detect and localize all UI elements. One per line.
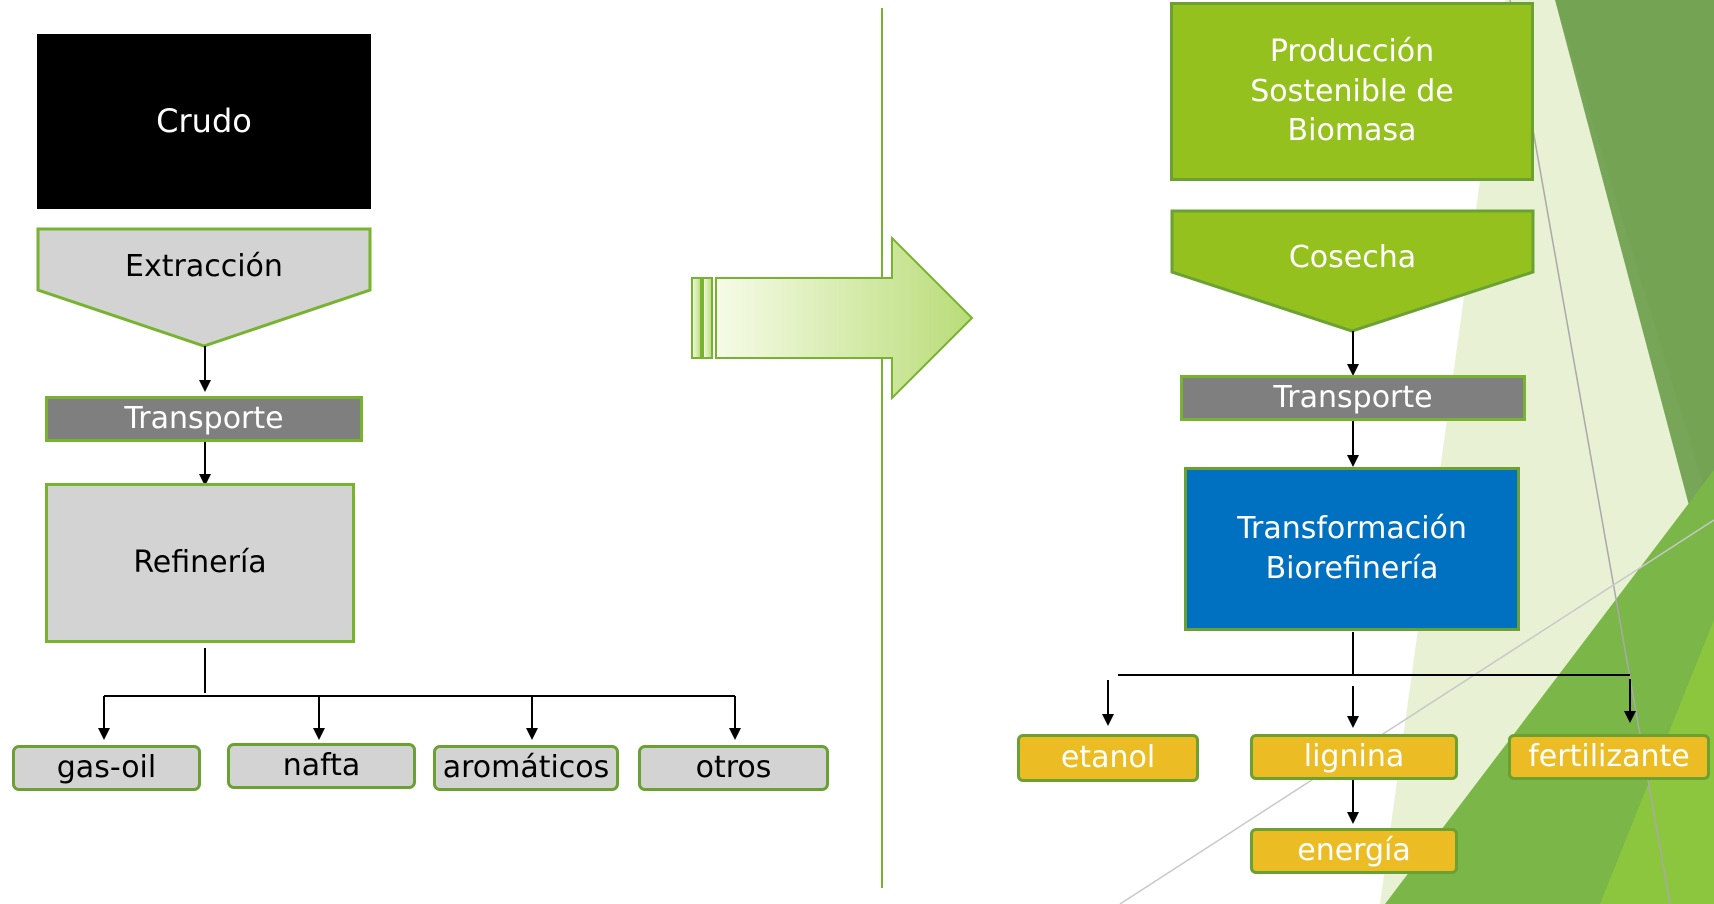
product-otros: otros [638, 745, 829, 791]
transition-arrow-icon [691, 235, 974, 401]
energy-label: energía [1297, 833, 1411, 869]
product-label: otros [695, 750, 772, 786]
bio-product-label: fertilizante [1528, 739, 1690, 775]
production-line-3: Biomasa [1287, 113, 1417, 149]
left-transport-label: Transporte [124, 401, 284, 437]
product-aromaticos: aromáticos [433, 745, 619, 791]
harvest-shape [1170, 209, 1535, 333]
product-fertilizante: fertilizante [1508, 734, 1710, 780]
refinery-label: Refinería [133, 545, 267, 581]
product-lignina: lignina [1250, 734, 1458, 780]
decor-green-lower [1385, 470, 1714, 904]
product-label: gas-oil [56, 750, 157, 786]
transformation-line-2: Biorefinería [1265, 551, 1439, 586]
product-gas-oil: gas-oil [12, 745, 201, 791]
transformation-box: Transformación Biorefinería [1184, 467, 1520, 631]
decor-dark-triangle [1555, 0, 1714, 600]
production-line-1: Producción [1269, 33, 1435, 69]
bio-product-label: etanol [1060, 740, 1156, 776]
crude-box: Crudo [37, 34, 371, 209]
left-transport-box: Transporte [45, 396, 363, 442]
product-energia: energía [1250, 828, 1458, 874]
product-nafta: nafta [227, 743, 416, 789]
crude-label: Crudo [156, 102, 252, 141]
right-transport-box: Transporte [1180, 375, 1526, 421]
product-label: aromáticos [442, 750, 610, 786]
extraction-shape [36, 227, 372, 348]
harvest-label-wrap: Cosecha [1172, 238, 1533, 278]
production-box: Producción Sostenible de Biomasa [1170, 2, 1534, 181]
extraction-label: Extracción [125, 249, 283, 285]
right-transport-label: Transporte [1273, 380, 1433, 416]
production-line-2: Sostenible de [1250, 73, 1454, 109]
extraction-label-wrap: Extracción [38, 247, 370, 287]
product-etanol: etanol [1017, 734, 1199, 782]
harvest-label: Cosecha [1288, 240, 1417, 276]
refinery-box: Refinería [45, 483, 355, 643]
transformation-line-1: Transformación [1237, 511, 1467, 547]
decor-line [1119, 519, 1714, 904]
product-label: nafta [282, 748, 361, 784]
bio-product-label: lignina [1303, 739, 1405, 775]
